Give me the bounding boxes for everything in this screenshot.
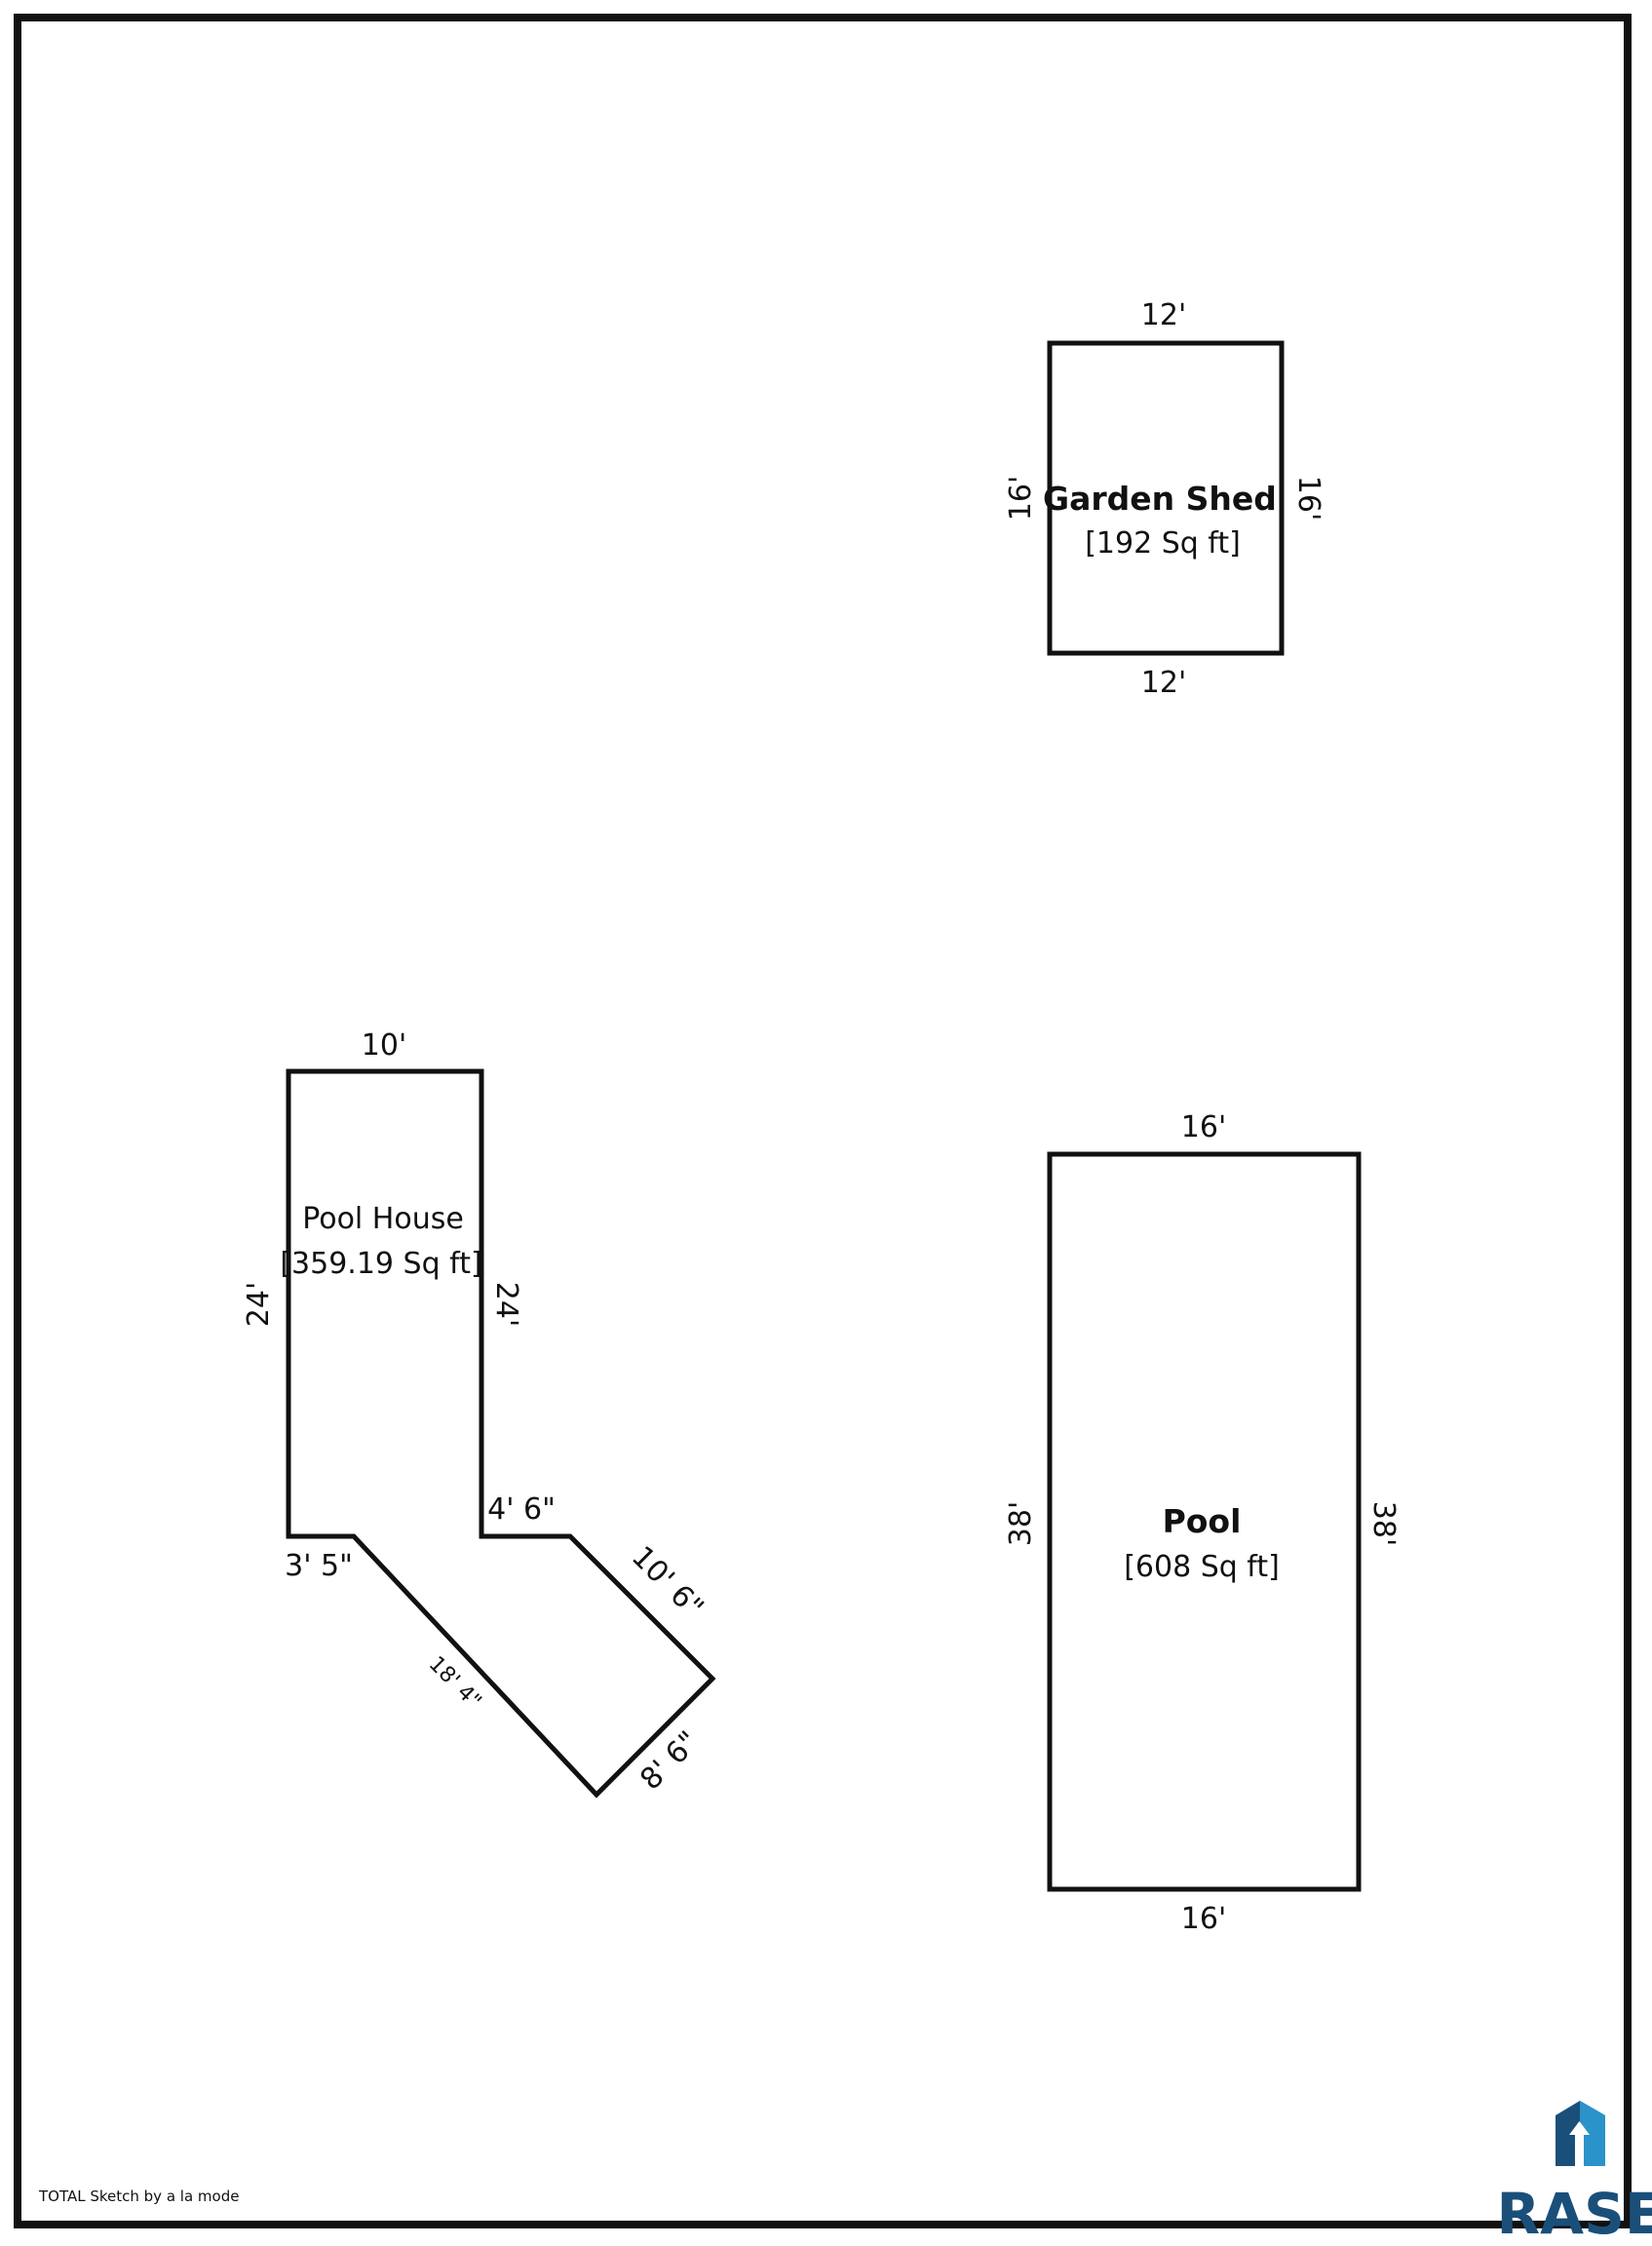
rase-logo-text: RASE bbox=[1497, 2181, 1652, 2246]
pool-house-top-dim: 10' bbox=[362, 1028, 406, 1063]
pool-house-step-right-dim: 4' 6" bbox=[487, 1492, 556, 1527]
garden-shed: 12' 12' 16' 16' Garden Shed [192 Sq ft] bbox=[1004, 298, 1325, 700]
garden-shed-bottom-dim: 12' bbox=[1141, 666, 1186, 700]
rase-logo-icon bbox=[1556, 2101, 1605, 2166]
pool-right-dim: 38' bbox=[1366, 1501, 1401, 1546]
pool-name: Pool bbox=[1163, 1502, 1242, 1540]
pool: 16' 16' 38' 38' Pool [608 Sq ft] bbox=[1004, 1110, 1401, 1936]
pool-house-area: [359.19 Sq ft] bbox=[280, 1247, 481, 1281]
garden-shed-left-dim: 16' bbox=[1004, 476, 1038, 521]
pool-house-diag-upper-dim: 10' 6" bbox=[625, 1539, 711, 1625]
garden-shed-top-dim: 12' bbox=[1141, 298, 1186, 332]
pool-house-outline bbox=[286, 1068, 716, 1799]
garden-shed-name: Garden Shed bbox=[1043, 480, 1277, 518]
pool-bottom-dim: 16' bbox=[1181, 1902, 1226, 1936]
pool-house: 10' 24' 24' 4' 6" 3' 5" 18' 4" 10' 6" 8'… bbox=[242, 1028, 716, 1799]
pool-outline bbox=[1047, 1151, 1362, 1892]
pool-house-step-left-dim: 3' 5" bbox=[285, 1549, 353, 1583]
pool-left-dim: 38' bbox=[1004, 1501, 1038, 1546]
rase-logo: RASE bbox=[1497, 2101, 1652, 2246]
pool-house-name: Pool House bbox=[302, 1202, 464, 1236]
garden-shed-area: [192 Sq ft] bbox=[1085, 526, 1241, 561]
pool-house-diag-long-dim: 18' 4" bbox=[424, 1652, 486, 1715]
garden-shed-outline bbox=[1047, 340, 1285, 656]
garden-shed-right-dim: 16' bbox=[1291, 476, 1325, 521]
pool-house-right-dim: 24' bbox=[489, 1282, 523, 1327]
pool-house-left-dim: 24' bbox=[242, 1282, 276, 1327]
page-frame bbox=[14, 14, 1632, 2228]
pool-house-diag-end-dim: 8' 6" bbox=[634, 1724, 706, 1797]
pool-top-dim: 16' bbox=[1181, 1110, 1226, 1144]
pool-area: [608 Sq ft] bbox=[1124, 1550, 1280, 1584]
sketch-credit: TOTAL Sketch by a la mode bbox=[38, 2188, 239, 2205]
